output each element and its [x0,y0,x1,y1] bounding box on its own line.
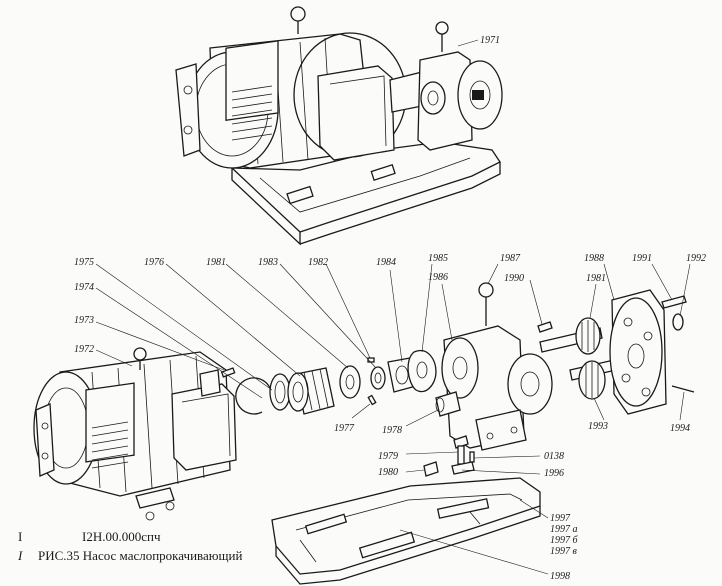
callout-1971: 1971 [480,35,500,46]
callout-1981a: 1981 [206,257,226,268]
callout-1986: 1986 [428,272,448,283]
callout-1984: 1984 [376,257,396,268]
fasteners [423,435,475,477]
drawing-code: I2H.00.000спч [82,529,161,544]
callout-1985: 1985 [428,253,448,264]
callout-1976: 1976 [144,257,164,268]
callout-1987: 1987 [500,253,520,264]
gear-shafts [537,317,617,400]
callout-1988: 1988 [584,253,604,264]
callout-1980: 1980 [378,467,398,478]
coupling-parts [220,349,437,415]
callout-1998: 1998 [550,571,570,582]
callout-1992: 1992 [686,253,706,264]
callout-1974: 1974 [74,282,94,293]
callout-1979: 1979 [378,451,398,462]
callout-1972: 1972 [74,344,94,355]
callout-1997: 1997 [550,513,570,524]
callout-1983: 1983 [258,257,278,268]
callout-1997b: 1997 б [550,535,578,546]
callout-0138: 0138 [544,451,564,462]
callout-1993: 1993 [588,421,608,432]
callout-1990: 1990 [504,273,524,284]
callout-1981b: 1981 [586,273,606,284]
pump-cover-1988 [609,289,695,415]
callout-1994: 1994 [670,423,690,434]
figure-caption: РИС.35 Насос маслопрокачивающий [38,548,243,563]
motor-1972 [33,347,237,521]
base-frame-1997 [271,477,541,585]
callout-1973: 1973 [74,315,94,326]
callout-1997v: 1997 в [550,546,577,557]
pump-housing-1986 [435,282,553,451]
leader-lines [95,263,691,575]
callout-1996: 1996 [544,468,564,479]
callout-1991: 1991 [632,253,652,264]
callout-1982: 1982 [308,257,328,268]
caption-marker-1: I [18,529,23,544]
callout-1975: 1975 [74,257,94,268]
callout-1978: 1978 [382,425,402,436]
assembled-pump-unit [175,6,503,246]
callout-1997a: 1997 а [550,524,578,535]
callout-1977: 1977 [334,423,354,434]
caption-marker-2: I [18,548,23,563]
